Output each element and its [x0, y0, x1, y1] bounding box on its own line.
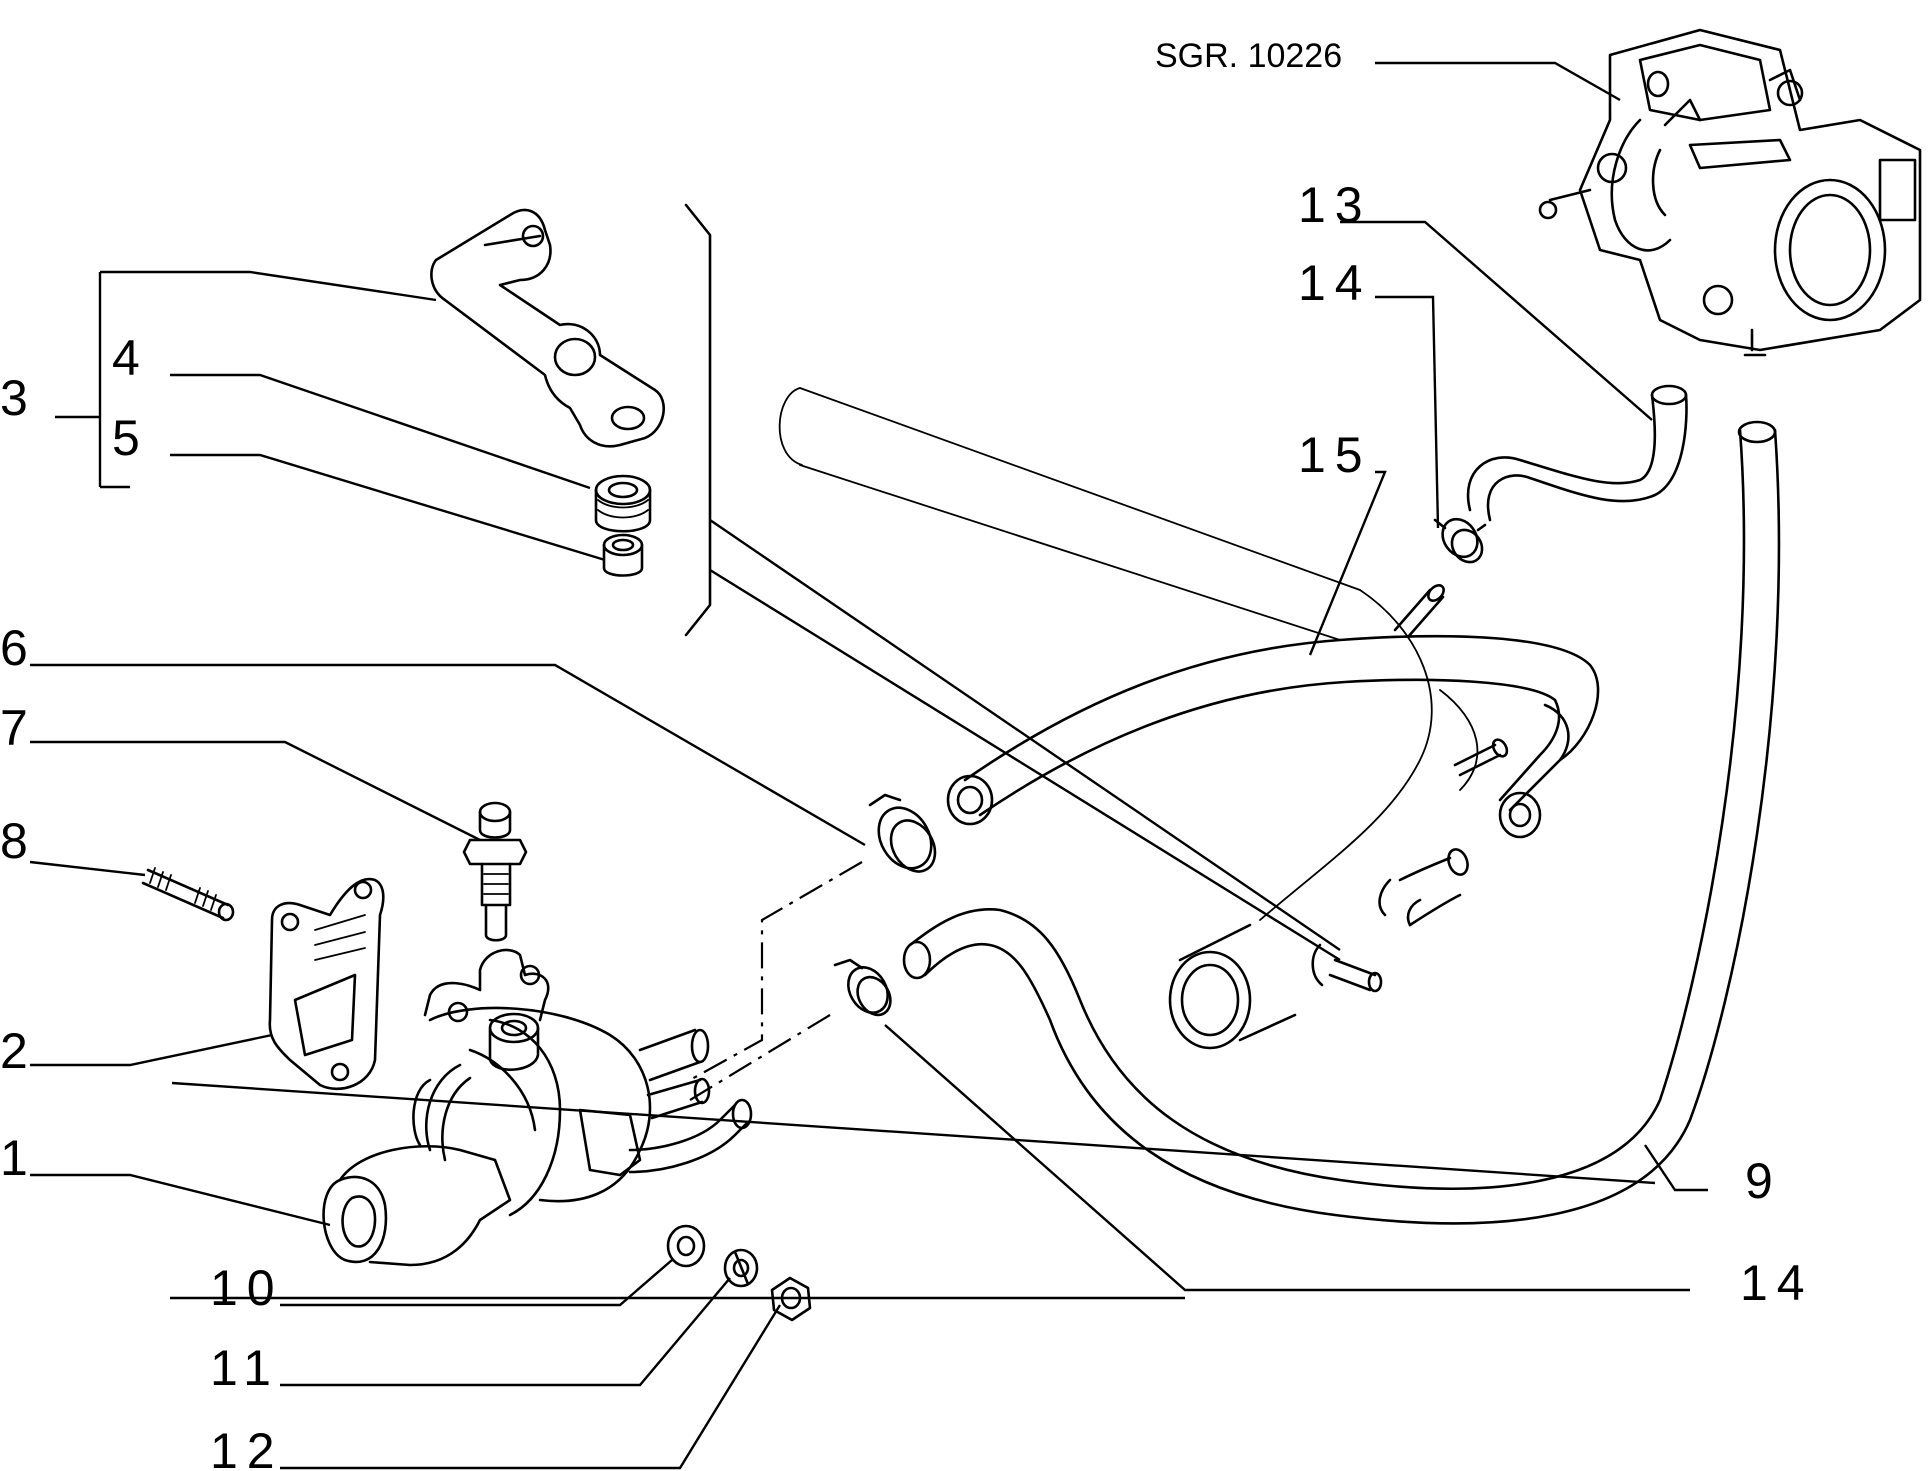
callout-3: 3 — [0, 370, 37, 426]
spring-washer-11 — [723, 1248, 759, 1288]
reference-code: SGR. 10226 — [1155, 37, 1342, 75]
temperature-sensor-7 — [462, 801, 528, 942]
bushing-5 — [602, 533, 644, 577]
callout-5: 5 — [112, 410, 149, 466]
callout-9: 9 — [1745, 1153, 1782, 1209]
callout-6: 6 — [0, 620, 37, 676]
callout-14-upper: 14 — [1298, 255, 1372, 311]
callout-2: 2 — [0, 1023, 37, 1079]
hose-13 — [1466, 384, 1688, 522]
callout-10: 10 — [210, 1260, 284, 1316]
callout-1: 1 — [0, 1130, 37, 1186]
gasket-2 — [268, 877, 385, 1091]
hose-clamp-14-lower — [833, 958, 892, 1017]
leader-lines — [29, 61, 1708, 1470]
throttle-body — [1538, 28, 1922, 357]
callout-7: 7 — [0, 700, 37, 756]
callout-13: 13 — [1298, 177, 1372, 233]
callout-11: 11 — [210, 1340, 280, 1396]
intake-pipe — [1168, 923, 1297, 1050]
washer-10 — [666, 1224, 706, 1268]
stud-bolt — [1311, 943, 1383, 993]
connector-pin — [1393, 584, 1445, 639]
callout-15: 15 — [1298, 427, 1372, 483]
grommet-4 — [594, 474, 652, 533]
assembly-lines — [689, 861, 863, 1101]
hose-15 — [946, 634, 1600, 839]
hose-9 — [902, 420, 1781, 1225]
callout-4: 4 — [112, 330, 149, 386]
callout-8: 8 — [0, 813, 37, 869]
engine-section-outline — [684, 203, 1479, 921]
stud-8 — [141, 867, 235, 922]
callout-14-lower: 14 — [1740, 1255, 1814, 1311]
hose-clamp-14-upper — [1433, 517, 1487, 564]
pipe-stubs — [1378, 738, 1509, 927]
callout-12: 12 — [210, 1423, 284, 1471]
bracket-3 — [430, 208, 665, 448]
hose-clamp-6 — [868, 793, 937, 873]
